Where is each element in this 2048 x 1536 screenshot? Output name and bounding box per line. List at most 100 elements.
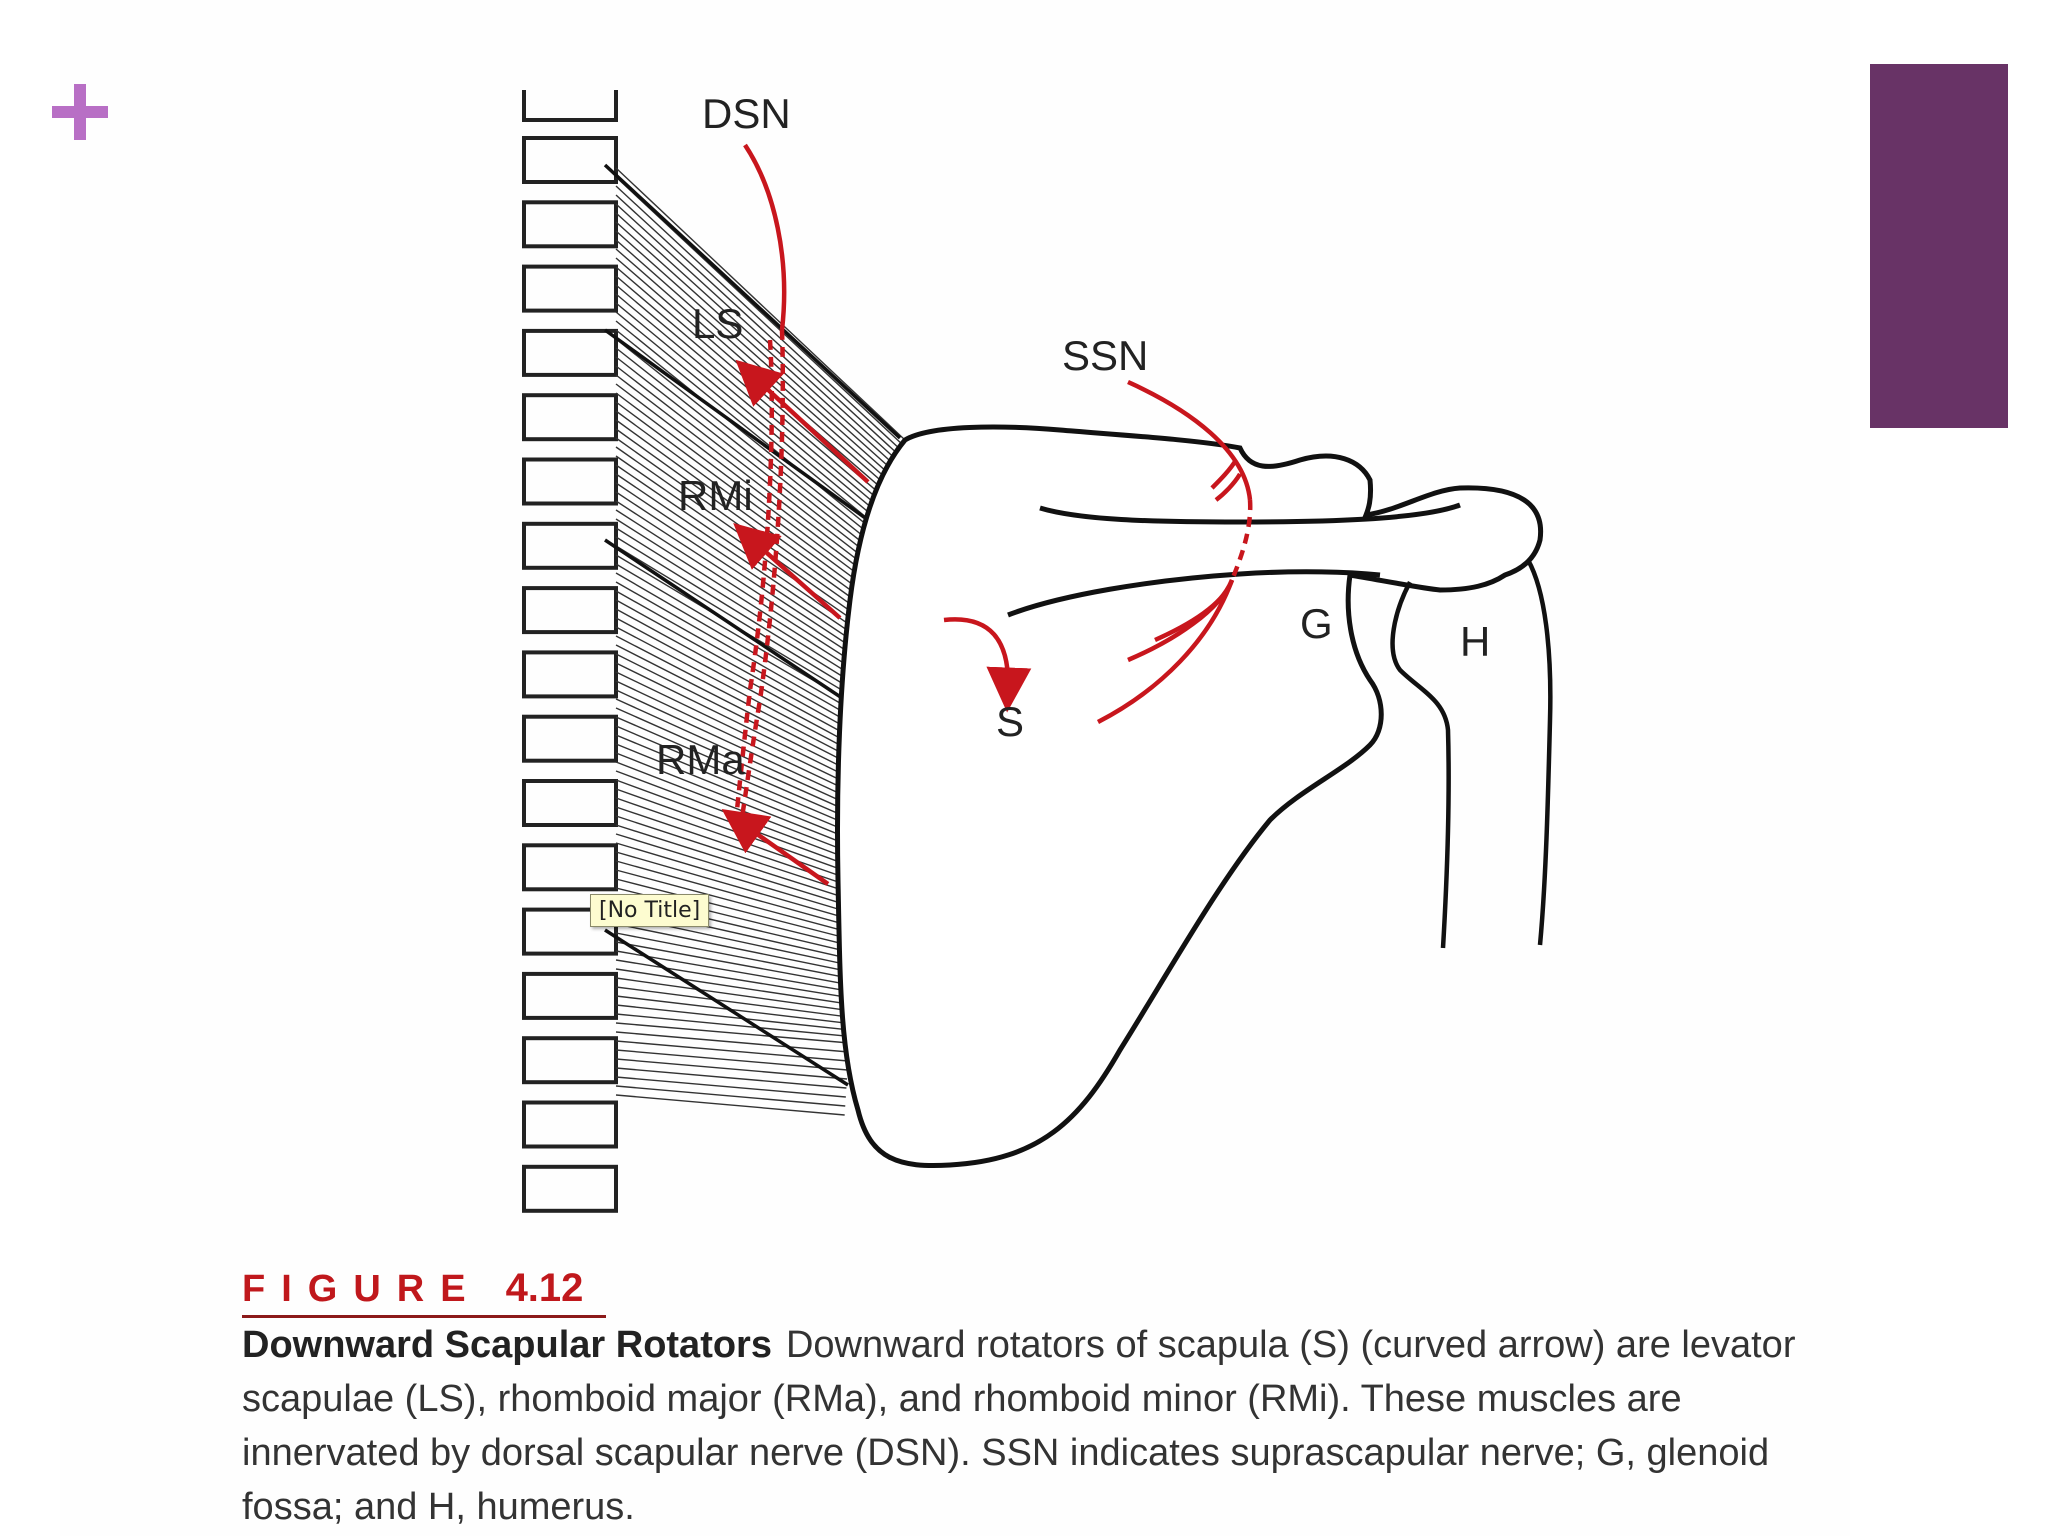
muscle-borders — [603, 163, 902, 1087]
ssn-small-2 — [1214, 472, 1242, 502]
muscle-fiber-line — [615, 824, 863, 904]
muscle-fiber-line — [615, 203, 904, 466]
label-h: H — [1460, 618, 1490, 665]
muscle-fiber-line — [615, 365, 893, 581]
ssn-nerve — [1127, 379, 1253, 501]
ls-arrow — [735, 359, 870, 484]
scapula-outline — [835, 424, 1544, 1169]
label-g: G — [1300, 600, 1333, 647]
muscle-fiber-line — [615, 1058, 848, 1080]
muscle-fiber-line — [615, 509, 884, 682]
humerus-outline-lateral — [1526, 558, 1553, 946]
muscle-fiber-line — [615, 194, 904, 460]
ssn-branch-1 — [1096, 579, 1235, 724]
muscle-fiber-line — [615, 221, 902, 479]
vertebra — [522, 200, 618, 249]
muscle-fiber-line — [615, 437, 888, 631]
muscle-fiber-line — [615, 230, 902, 485]
ssn-branch-3 — [1154, 579, 1235, 643]
muscle-fiber-line — [615, 680, 872, 803]
muscle-fiber-line — [615, 185, 905, 454]
dsn-nerve — [743, 143, 787, 331]
humerus-outline — [1390, 580, 1451, 949]
muscle-fiber-line — [615, 752, 868, 854]
muscle-fiber-line — [615, 167, 906, 441]
muscle-fiber-line — [615, 1013, 851, 1038]
muscle-fiber-line — [615, 347, 894, 568]
muscle-fiber-line — [615, 932, 856, 981]
muscle-fibers — [615, 167, 906, 1116]
muscle-fiber-line — [615, 1040, 849, 1062]
nerves — [721, 143, 1253, 886]
accent-block — [1870, 64, 2008, 428]
ssn-nerve-dotted — [1229, 499, 1253, 581]
muscle-fiber-line — [615, 1076, 846, 1098]
figure-word: FIGURE — [242, 1268, 482, 1310]
vertebra — [522, 971, 618, 1020]
muscle-fiber-line — [615, 410, 890, 612]
muscle-fiber-line — [615, 968, 853, 1006]
muscle-fiber-line — [615, 500, 884, 676]
vertebra — [522, 521, 618, 570]
vertebra — [522, 457, 618, 506]
label-rma: RMa — [656, 736, 745, 783]
scapular-spine — [1039, 502, 1461, 525]
vertebra — [522, 779, 618, 827]
muscle-fiber-line — [615, 851, 861, 923]
label-dsn: DSN — [702, 90, 791, 137]
figure-heading: FIGURE 4.12 — [242, 1266, 606, 1318]
muscle-fiber-line — [615, 392, 891, 600]
muscle-fiber-line — [615, 662, 874, 790]
muscle-fiber-line — [615, 320, 896, 549]
plus-icon — [52, 84, 108, 140]
muscle-fiber-line — [615, 419, 890, 619]
muscle-fiber-line — [615, 518, 883, 689]
vertebra — [522, 1100, 618, 1149]
vertebra — [522, 328, 618, 377]
ssn-small-1 — [1210, 458, 1238, 490]
muscle-fiber-line — [615, 284, 898, 524]
muscle-fiber-line — [615, 293, 898, 530]
vertebra — [522, 843, 618, 892]
muscle-fiber-line — [615, 401, 891, 606]
label-rmi: RMi — [678, 472, 753, 519]
muscle-fiber-line — [615, 545, 881, 708]
figure-number: 4.12 — [505, 1266, 584, 1310]
muscle-fiber-line — [615, 842, 862, 917]
dsn-branch-dotted-2 — [732, 339, 775, 831]
vertebra-partial — [522, 90, 618, 122]
muscle-fiber-line — [615, 527, 882, 695]
tooltip-no-title: [No Title] — [590, 894, 710, 927]
muscle-fiber-line — [615, 986, 852, 1019]
scapula-rotation-arrow — [943, 617, 1032, 713]
muscle-fiber-line — [615, 212, 903, 473]
muscle-fiber-line — [615, 950, 855, 993]
rma-arrow — [721, 809, 830, 886]
muscle-fiber-line — [615, 1085, 846, 1107]
muscle-fiber-line — [615, 338, 895, 562]
muscle-fiber-line — [615, 491, 885, 670]
muscle-fiber-line — [615, 329, 895, 555]
scapular-spine-lower — [1007, 569, 1381, 618]
vertebra — [522, 1036, 618, 1085]
muscle-fiber-line — [615, 1004, 851, 1031]
muscle-fiber-line — [615, 833, 862, 911]
muscle-fiber-line — [615, 1022, 850, 1044]
muscle-fiber-line — [615, 383, 892, 593]
muscle-fiber-line — [615, 977, 853, 1012]
muscle-fiber-line — [615, 941, 855, 987]
muscle-fiber-line — [615, 617, 877, 758]
muscle-fiber-line — [615, 869, 860, 936]
muscle-fiber-line — [615, 581, 879, 733]
muscle-fiber-line — [615, 815, 864, 898]
muscle-fiber-line — [615, 1049, 848, 1071]
label-ls: LS — [692, 300, 743, 347]
muscle-fiber-line — [615, 1067, 847, 1089]
muscle-fiber-line — [615, 860, 861, 930]
caption-title: Downward Scapular Rotators — [242, 1324, 772, 1366]
muscle-fiber-line — [615, 536, 882, 701]
vertebral-column — [522, 90, 618, 1213]
muscle-fiber-line — [615, 482, 885, 663]
caption-text: Downward rotators of scapula (S) (curved… — [242, 1324, 1796, 1528]
